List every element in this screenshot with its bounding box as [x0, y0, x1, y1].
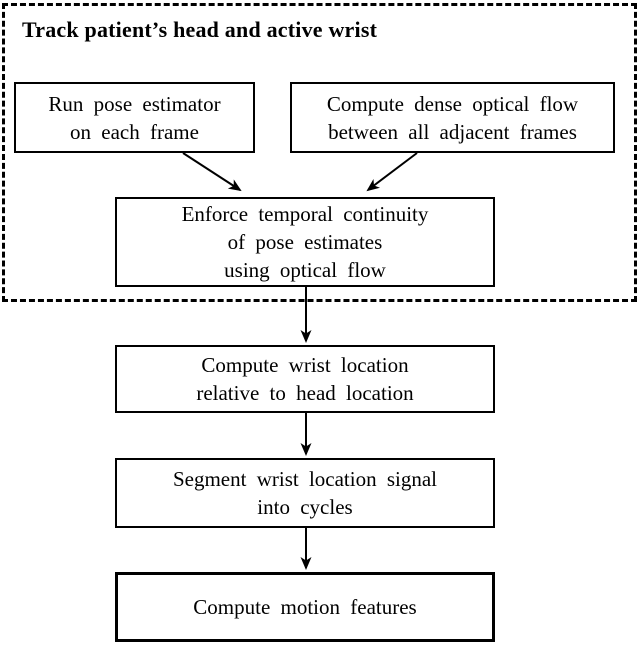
node-segment-cycles-line-2: into cycles: [257, 495, 353, 519]
node-optical-flow-line-1: Compute dense optical flow: [326, 91, 579, 116]
node-segment-cycles-line-1: Segment wrist location signal: [172, 467, 438, 491]
tracking-group-title: Track patient’s head and active wrist: [22, 17, 378, 42]
node-temporal-continuity: Enforce temporal continuity of pose esti…: [115, 197, 495, 287]
node-motion-features: Compute motion features: [115, 572, 495, 642]
tracking-group-dashed-box: [2, 3, 637, 302]
node-run-pose-estimator: Run pose estimator on each frame: [14, 82, 255, 153]
node-wrist-location-line-1: Compute wrist location: [201, 353, 409, 377]
node-motion-features-line-1: Compute motion features: [193, 595, 417, 619]
node-dense-optical-flow: Compute dense optical flow between all a…: [290, 82, 615, 153]
node-optical-flow-line-2: between all adjacent frames: [328, 119, 577, 144]
node-wrist-location-line-2: relative to head location: [196, 381, 414, 405]
node-segment-cycles: Segment wrist location signal into cycle…: [115, 458, 495, 528]
node-temporal-line-2: of pose estimates: [227, 230, 383, 254]
node-temporal-line-3: using optical flow: [224, 258, 386, 282]
node-run-pose-line-2: on each frame: [70, 119, 199, 144]
node-wrist-location: Compute wrist location relative to head …: [115, 345, 495, 413]
node-run-pose-line-1: Run pose estimator: [48, 91, 221, 116]
node-temporal-line-1: Enforce temporal continuity: [181, 202, 429, 226]
